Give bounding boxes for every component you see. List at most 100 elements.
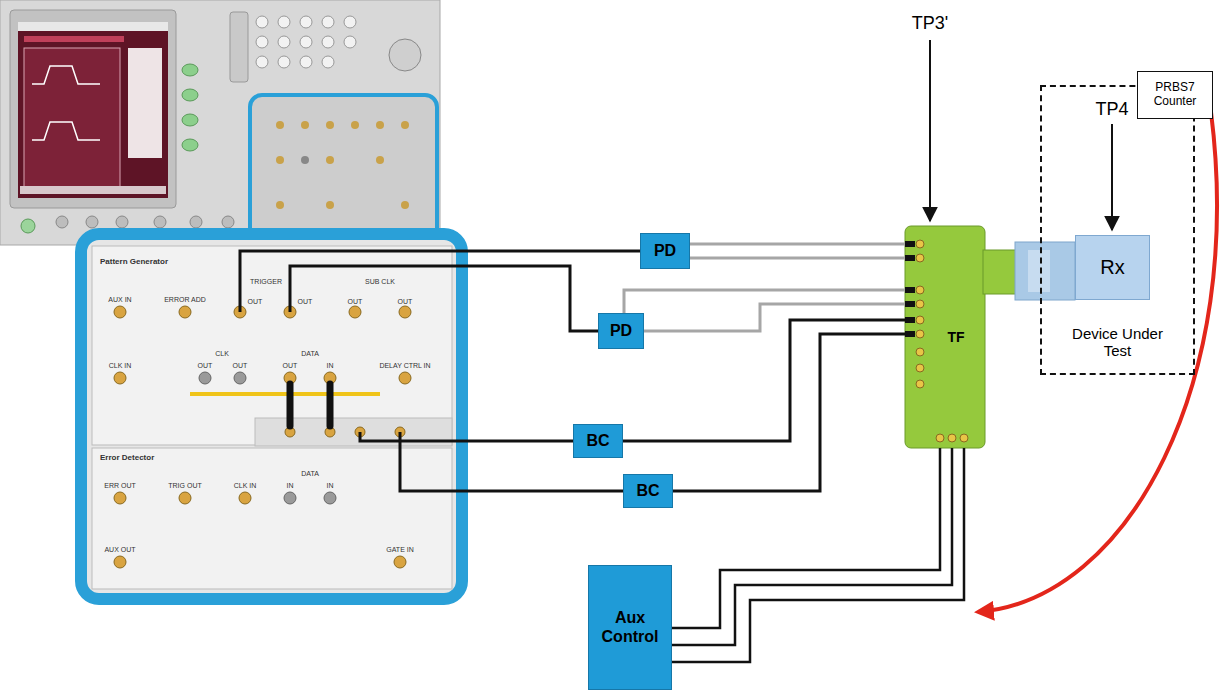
panel-connector: [394, 556, 406, 568]
instrument-photo: [20, 186, 166, 194]
port-label: DELAY CTRL IN: [379, 362, 430, 369]
instrument-panel: [81, 234, 462, 599]
instrument-photo: [86, 216, 98, 228]
zoom-outline: [376, 156, 384, 164]
panel-connector: [399, 306, 411, 318]
port-label: AUX OUT: [104, 546, 135, 553]
zoom-outline: [250, 95, 437, 247]
instrument-photo: [10, 10, 176, 208]
cable-connector: [672, 448, 964, 662]
aux-control-box: Aux Control: [588, 565, 672, 690]
instrument-photo: [256, 36, 268, 48]
port-label: DATA: [301, 350, 319, 357]
test-point-label: TP3': [912, 14, 948, 32]
instrument-photo: [322, 16, 334, 28]
test-fixture-board: [905, 255, 915, 261]
zoom-outline: [301, 121, 309, 129]
test-fixture-board: [936, 434, 944, 442]
panel-connector: [114, 372, 126, 384]
cable-connector: [673, 334, 905, 491]
cable: [290, 266, 598, 331]
port-label: CLK IN: [109, 362, 132, 369]
instrument-photo: [322, 56, 334, 68]
port-label: SUB CLK: [365, 278, 395, 285]
port-label: IN: [327, 482, 334, 489]
test-fixture-board: [905, 226, 985, 448]
test-fixture-board: [948, 434, 956, 442]
cable-connector: [690, 257, 905, 260]
node-text: PD: [654, 242, 676, 260]
node-text: PRBS7 Counter: [1143, 81, 1207, 109]
port-label: AUX IN: [108, 296, 131, 303]
instrument-photo: [32, 122, 100, 140]
instrument-panel: [92, 246, 452, 445]
panel-connector: [114, 306, 411, 568]
cable: [400, 432, 623, 491]
panel-connector: [284, 492, 296, 504]
panel-connector: [114, 306, 126, 318]
instrument-photo: [116, 216, 128, 228]
port-label: OUT: [398, 298, 413, 305]
cable: [360, 432, 573, 441]
test-fixture-board: [916, 300, 924, 308]
zoom-outline: [326, 156, 334, 164]
port-label: OUT: [298, 298, 313, 305]
jumper-cable: [290, 384, 330, 426]
test-fixture: TF: [905, 226, 985, 448]
panel-connector: [114, 492, 126, 504]
port-label: OUT: [283, 362, 298, 369]
instrument-photo: [182, 89, 198, 101]
port-label: TRIG OUT: [168, 482, 201, 489]
test-fixture-board: [916, 348, 924, 356]
port-label: DATA: [301, 470, 319, 477]
dut-boundary: Device Under TestRxPRBS7 Counter: [1040, 85, 1195, 375]
panel-connector: [179, 492, 191, 504]
instrument-photo: [128, 48, 162, 158]
test-fixture-board: [916, 330, 924, 338]
panel-connector: [399, 372, 411, 384]
instrument-photo: [344, 16, 356, 28]
test-fixture-board: [1028, 250, 1050, 292]
zoom-outline: [351, 121, 359, 129]
instrument-photo: [389, 39, 421, 71]
cable-connector: [672, 448, 952, 645]
counter-box: PRBS7 Counter: [1137, 71, 1213, 119]
test-point-arrow: [1111, 124, 1113, 230]
instrument-photo: [278, 36, 290, 48]
instrument-photo: [322, 36, 334, 48]
feedback-arrow: [978, 112, 1217, 612]
port-label: OUT: [248, 298, 263, 305]
panel-connector: [324, 492, 336, 504]
instrument-photo: [300, 16, 312, 28]
instrument-panel: [81, 234, 462, 599]
instrument-photo: [256, 56, 268, 68]
zoom-outline: [276, 201, 284, 209]
cable: [240, 251, 640, 491]
zoom-outline: [376, 121, 384, 129]
test-fixture-board: [905, 287, 915, 293]
test-fixture-board: [905, 317, 915, 323]
panel-connector: [239, 492, 251, 504]
zoom-outline: [401, 201, 409, 209]
panel-connector: [234, 372, 246, 384]
jumper-cable: [287, 384, 294, 426]
instrument-photo: [230, 12, 248, 82]
zoom-outline: [326, 121, 334, 129]
node-text: TF: [947, 329, 964, 345]
node-text: Aux Control: [594, 609, 666, 646]
zoom-outline: [401, 121, 409, 129]
panel-connector: [179, 306, 191, 318]
node-text: BC: [586, 432, 609, 450]
port-label: OUT: [198, 362, 213, 369]
instrument-photo: [278, 56, 290, 68]
cable-connector: [624, 290, 905, 313]
instrument-photo: [344, 36, 356, 48]
test-fixture-board: [1015, 242, 1075, 300]
node-text: PD: [610, 322, 632, 340]
test-fixture-board: [916, 380, 924, 388]
test-point-arrow: [929, 40, 931, 221]
test-point-arrow: [930, 40, 1112, 230]
test-fixture-board: [905, 301, 915, 307]
instrument-panel: [92, 448, 452, 589]
